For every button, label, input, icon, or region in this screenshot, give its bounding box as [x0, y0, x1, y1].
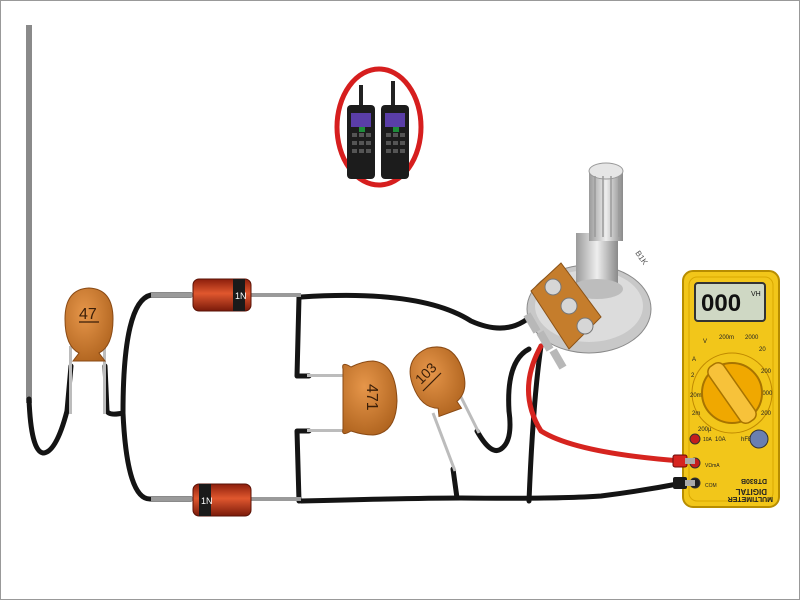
range-label: 2000: [759, 391, 773, 397]
range-label: 200: [761, 411, 772, 417]
diode-bottom-band-text: 1N: [201, 496, 213, 506]
jack-label: COM: [705, 483, 717, 489]
range-label: A: [692, 357, 696, 363]
diode-bottom-cathode-band: [199, 484, 211, 516]
walkie-talkie-icon: [334, 66, 424, 188]
multimeter-model: DT830B: [741, 477, 767, 484]
wire-bottom-rise: [294, 428, 312, 504]
range-label: 200: [761, 369, 772, 375]
range-label: 2m: [692, 411, 700, 417]
probe-plug-red: [672, 454, 695, 468]
diode-top: 1N: [151, 278, 301, 312]
diode-top-band-text: 1N: [235, 291, 247, 301]
multimeter-jack-10a[interactable]: [689, 433, 701, 445]
range-label: 2000: [745, 335, 759, 341]
wire-top-rail: [298, 292, 539, 331]
potentiometer-shaft-text: B1K: [633, 249, 649, 267]
range-label: V: [703, 339, 707, 345]
range-label: 20m: [690, 393, 702, 399]
jack-label: 10A: [703, 437, 713, 443]
multimeter-dial-pointer: [707, 361, 757, 425]
potentiometer-shaft: [589, 169, 623, 241]
range-label: hFE: [741, 437, 752, 443]
range-label: 20: [759, 347, 766, 353]
antenna: [26, 25, 32, 403]
wire-cap103-right: [474, 346, 532, 453]
multimeter-hfe-socket: [749, 429, 769, 449]
probe-plug-black: [673, 477, 695, 489]
capacitor-471-label: 471: [363, 384, 380, 411]
potentiometer-terminal-2: [560, 297, 578, 315]
wire-bottom-rail: [298, 480, 686, 504]
wire-cap103-left: [450, 466, 460, 501]
jack-label: VΩmA: [705, 463, 720, 469]
range-label: 200m: [719, 335, 734, 341]
diode-bottom: 1N: [151, 483, 301, 517]
wire-split-top: [120, 292, 194, 416]
wire-cap47-right: [102, 363, 126, 417]
multimeter-display-unit: VH: [751, 291, 761, 298]
multimeter-display: [694, 282, 766, 322]
capacitor-103: 103: [409, 346, 481, 472]
potentiometer-terminal-1: [544, 278, 562, 296]
range-label: 2: [691, 373, 695, 379]
potentiometer: B1K: [523, 162, 652, 370]
multimeter-range-labels: V 200m 2000 20 200 2 20m 2m 200µ A 10A h…: [690, 335, 773, 443]
multimeter: 000 VH V 200m 2000 20 200 2 20m 2m 200µ …: [682, 270, 780, 508]
walkie-talkie-left: [347, 85, 375, 179]
potentiometer-terminal-3: [576, 317, 594, 335]
range-label: 10A: [715, 437, 726, 443]
probe-wire-red: [526, 343, 684, 464]
capacitor-471: 471: [307, 360, 398, 436]
range-label: 200µ: [698, 427, 712, 433]
wires: [26, 292, 686, 504]
capacitor-47-label: 47: [79, 306, 97, 323]
diode-top-cathode-band: [233, 279, 245, 311]
multimeter-brand-line2: MULTIMETER: [728, 495, 773, 502]
wire-split-bottom: [120, 410, 194, 502]
multimeter-display-value: 000: [701, 290, 741, 317]
capacitor-47: 47: [64, 287, 114, 414]
walkie-talkie-right: [381, 81, 409, 179]
multimeter-brand-line1: DIGITAL: [735, 487, 767, 496]
wire-top-drop: [294, 294, 312, 379]
wire-antenna-loop: [26, 396, 70, 456]
